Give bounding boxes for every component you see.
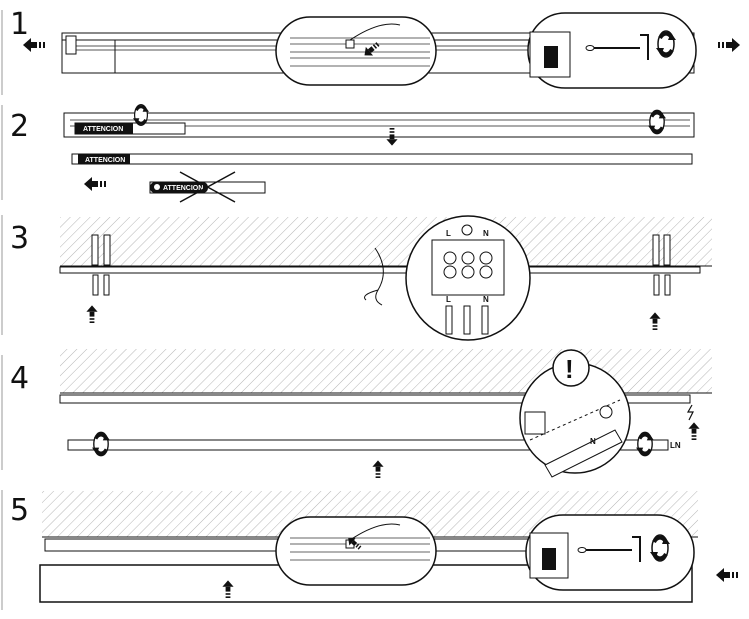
hex-key-icon bbox=[640, 34, 649, 60]
step-2: 2 ATTENCION ATTENCION ATTENCION bbox=[10, 102, 695, 203]
tube-end bbox=[544, 429, 623, 478]
rotate-icon bbox=[90, 430, 112, 458]
block-arrow-icon bbox=[84, 177, 106, 191]
terminal-label-n: N bbox=[483, 229, 489, 238]
terminal-label-l: L bbox=[446, 295, 451, 304]
lightning-icon bbox=[686, 404, 694, 421]
led-tube bbox=[67, 439, 669, 451]
attention-label: ATTENCION bbox=[83, 126, 123, 133]
zoom-detail-center bbox=[275, 16, 437, 86]
zoom-detail-center bbox=[275, 516, 437, 586]
step-number: 2 bbox=[10, 109, 29, 144]
rotate-icon bbox=[634, 430, 656, 458]
block-arrow-icon bbox=[718, 38, 740, 52]
step-1: 1 bbox=[10, 7, 740, 89]
warning-mark: ! bbox=[565, 354, 574, 384]
fixture-base bbox=[59, 394, 691, 404]
end-cap-left bbox=[65, 35, 77, 55]
step-number: 3 bbox=[10, 221, 29, 256]
block-arrow-icon bbox=[688, 422, 700, 440]
terminal-label-n: N bbox=[483, 295, 489, 304]
block-arrow-icon bbox=[86, 305, 98, 323]
screw-anchors-right bbox=[652, 234, 671, 296]
connector-label: N bbox=[590, 437, 596, 446]
step-number: 1 bbox=[10, 7, 29, 42]
led-tube bbox=[71, 153, 693, 165]
tube-label: LN bbox=[670, 441, 681, 450]
attention-label: ATTENCION bbox=[163, 185, 203, 192]
block-arrow-icon bbox=[372, 460, 384, 478]
screw-anchors-left bbox=[91, 234, 111, 296]
terminal-label-l: L bbox=[446, 229, 451, 238]
step-5: 5 bbox=[10, 491, 738, 603]
step-number: 4 bbox=[10, 361, 29, 396]
step-4: 4 LN ! N bbox=[10, 349, 712, 478]
ceiling bbox=[60, 217, 712, 266]
fixture-base bbox=[59, 266, 701, 274]
block-arrow-icon bbox=[649, 312, 661, 330]
ground-symbol-icon bbox=[461, 224, 473, 236]
block-arrow-icon bbox=[716, 568, 738, 582]
connector bbox=[345, 39, 355, 49]
attention-label: ATTENCION bbox=[85, 157, 125, 164]
warning-icon bbox=[552, 349, 590, 387]
hex-key-icon bbox=[632, 536, 641, 562]
step-3: 3 L N L N bbox=[10, 215, 712, 341]
step-number: 5 bbox=[10, 493, 29, 528]
